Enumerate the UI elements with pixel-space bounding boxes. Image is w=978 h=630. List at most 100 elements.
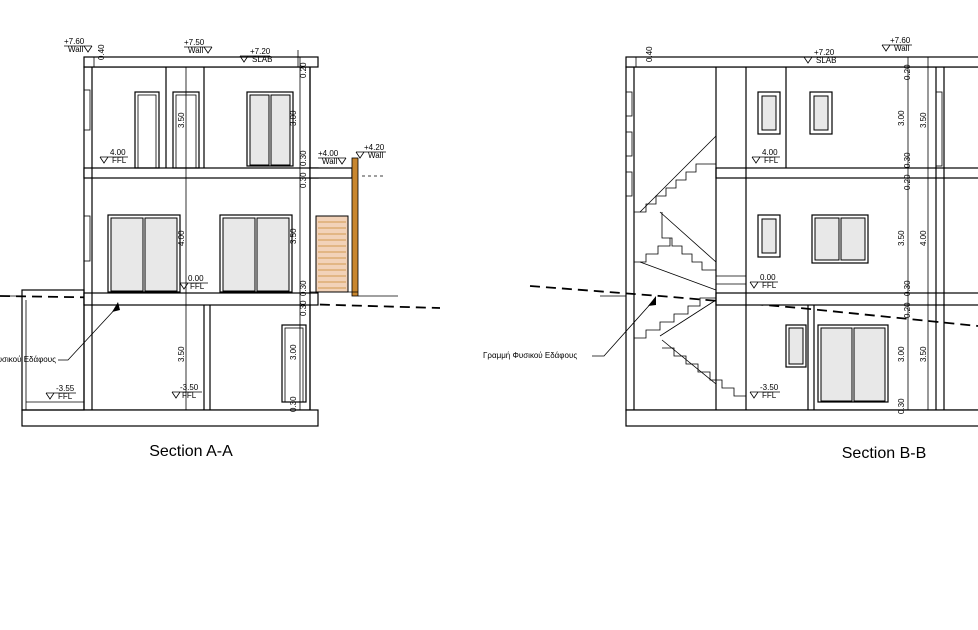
dim-a-slab-low-b: 0.30 [299,300,308,316]
dim-a-floor1-room-r: 3.00 [289,110,298,126]
level-a-top-slab: +7.20 SLAB [239,47,272,64]
level-a-balcony-floor-value: +4.00 [318,149,339,158]
level-b-ground-floor-note: FFL [762,281,777,290]
shutter-slats-a [318,221,346,289]
window-a-ground-2 [219,214,293,293]
level-a-basement-value: -3.50 [180,383,199,392]
door-a-basement [281,324,307,403]
balcony-slab-a [309,167,353,179]
window-a-ground-2-g2 [256,217,290,292]
dim-b-floor1-room-r: 3.50 [919,112,928,128]
ground-leader-arrow-a [112,302,120,312]
dim-b-basement-room: 3.00 [897,346,906,362]
window-b-ground-1 [757,214,781,258]
level-b-top-wall-value: +7.60 [890,36,911,45]
dim-b-footing: 0.30 [897,398,906,414]
dim-b-slab-mid: 0.30 [903,152,912,168]
roof-slab-b [625,56,978,68]
window-a-ground-2-g1 [222,217,256,292]
dim-b-floor1-room: 3.00 [897,110,906,126]
section-a-a: 0.40 0.20 3.50 3.00 0.30 0.30 4.00 3.50 … [0,37,441,460]
dim-a-footing: 0.30 [289,396,298,412]
roof-slab-a [83,56,319,68]
slab-first-floor-b [715,167,978,179]
dim-a-slab-low: 0.30 [299,280,308,296]
staircase-b [634,135,746,397]
dim-a-slab-mid-b: 0.30 [299,172,308,188]
dim-b-parapet: 0.40 [645,46,654,62]
level-b-first-floor-value: 4.00 [762,148,778,157]
level-a-basement-left-note: FFL [58,392,73,401]
dim-b-floor0-total: 4.00 [919,230,928,246]
level-b-top-wall-note: Wall [894,44,909,53]
level-a-balcony-wall-value: +4.20 [364,143,385,152]
side-window-b-3 [625,171,633,197]
dim-b-slab-top: 0.20 [903,64,912,80]
window-a-first-3-g2 [270,94,291,166]
level-a-top-wall-2-note: Wall [188,46,203,55]
level-a-basement-left: -3.55 FFL [45,384,76,401]
level-a-top-wall: +7.60 Wall [64,37,93,54]
level-a-ground-floor: 0.00 FFL [179,274,208,291]
level-b-top-slab-note: SLAB [816,56,836,65]
section-a-title: Section A-A [149,443,233,460]
dim-b-slab-mid-r: 0.20 [903,174,912,190]
door-a-basement-in [284,327,304,403]
window-a-ground-1-g1 [110,217,144,292]
ground-leader-b [592,299,655,357]
section-b-title: Section B-B [842,445,926,462]
side-window-b-2 [625,131,633,157]
shutter-a [315,215,349,293]
dim-b-basement-total: 3.50 [919,346,928,362]
level-a-top-slab-note: SLAB [252,55,272,64]
level-a-basement-left-value: -3.55 [56,384,75,393]
dim-a-basement-total: 3.50 [177,346,186,362]
level-b-top-slab-value: +7.20 [814,48,835,57]
slab-basement-a [21,409,319,427]
level-a-balcony-floor: +4.00 Wall [318,149,347,166]
level-a-top-wall-2-value: +7.50 [184,38,205,47]
level-a-top-wall-value: +7.60 [64,37,85,46]
window-b-first-2-g [813,95,829,131]
level-a-top-wall-note: Wall [68,45,83,54]
dim-a-floor0-room: 3.50 [289,228,298,244]
side-window-a-1 [83,89,91,131]
timber-post-a [351,157,359,297]
door-b-basement-2 [817,324,889,403]
window-a-first-3 [246,91,294,167]
level-b-top-slab: +7.20 SLAB [803,48,836,65]
slab-ground-floor-a [83,292,319,306]
window-b-ground-2 [811,214,869,264]
side-window-b-4 [935,91,943,167]
level-a-top-wall-2: +7.50 Wall [184,38,213,55]
slab-first-floor-a [83,167,319,179]
door-b-basement-2-g1 [820,327,853,402]
window-a-ground-1-g2 [144,217,178,292]
level-b-basement-value: -3.50 [760,383,779,392]
level-a-balcony-wall: +4.20 Wall [355,143,386,160]
level-b-ground-floor: 0.00 FFL [749,273,778,290]
ground-label-a: Γραμμή Φυσικού Εδάφους [0,355,56,364]
level-b-top-wall: +7.60 Wall [881,36,912,53]
level-a-basement-note: FFL [182,391,197,400]
dim-a-slab-mid: 0.30 [299,150,308,166]
level-a-balcony-floor-note: Wall [322,157,337,166]
level-b-first-floor: 4.00 FFL [751,148,780,165]
level-a-ground-floor-value: 0.00 [188,274,204,283]
level-b-ground-floor-value: 0.00 [760,273,776,282]
dim-a-floor0-total: 4.00 [177,230,186,246]
section-b-b: 0.40 0.20 3.00 3.50 0.30 0.20 3.50 4.00 … [483,36,978,462]
window-a-first-3-g1 [249,94,270,166]
level-a-first-floor: 4.00 FFL [99,148,128,165]
ground-leader-a [58,305,119,361]
level-a-ground-floor-note: FFL [190,282,205,291]
level-a-basement: -3.50 FFL [171,383,202,400]
retaining-wall-a [21,289,85,411]
slab-basement-b [625,409,978,427]
window-a-ground-1 [107,214,181,293]
level-a-balcony-wall-note: Wall [368,151,383,160]
slab-ground-floor-b [715,292,978,306]
window-b-first-1-g [761,95,777,131]
dim-b-slab-low: 0.30 [903,280,912,296]
